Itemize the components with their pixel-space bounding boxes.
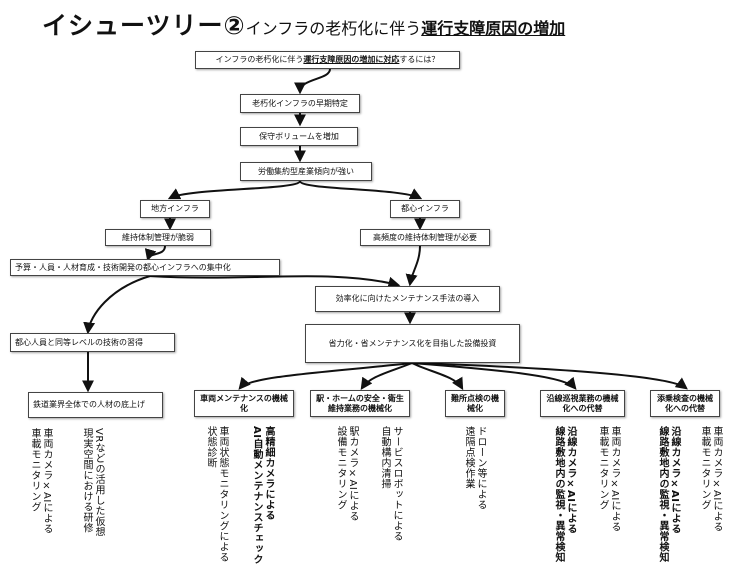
node-increase-maintenance: 保守ボリュームを増加 (240, 127, 358, 146)
leaf-spot-1: ドローン等による 遠隔点検作業 (463, 426, 486, 510)
arrow-n3-local (167, 180, 301, 200)
node-industry-uplift: 鉄道業界全体での人材の底上げ (28, 392, 163, 418)
leaf-station-2: サービスロボットによる 自動構内清掃 (379, 426, 402, 542)
page-title: イシューツリー②インフラの老朽化に伴う運行支障原因の増加 (42, 6, 565, 42)
node-local-weak-management: 維持体制管理が脆弱 (105, 229, 211, 246)
node-ride-inspection: 添乗検査の機械化への代替 (650, 390, 720, 417)
leaf-ride-2: 車両カメラ×AIによる 車載モニタリング (699, 426, 722, 533)
leaf-patrol-1: 沿線カメラ×AIによる 線路敷地内の監視・異常検知 (553, 426, 576, 563)
leaf-industry-1: 車両カメラ×AIによる 車載モニタリング (29, 428, 52, 535)
root-text-emphasis: 運行支障原因の増加に対応 (303, 55, 400, 64)
node-skill-acquisition: 都心人員と同等レベルの技術の習得 (10, 333, 175, 352)
leaf-vehicle-2: 高精細カメラによる AI自動メンテナンスチェック (251, 426, 274, 565)
title-sub: インフラの老朽化に伴う (245, 19, 422, 38)
arrow-concentration-efficiency (149, 275, 401, 289)
arrow-citysub-efficiency (405, 245, 421, 287)
arrow-investment-vehicle (238, 362, 413, 390)
root-text-post: するには？ (399, 55, 440, 64)
arrow-investment-spot (411, 362, 464, 391)
node-city-high-frequency: 高頻度の維持体制管理が必要 (360, 229, 490, 246)
arrow-investment-patrol (411, 362, 577, 390)
leaf-industry-2: VRなどの活用した仮想 現実空間における研修 (81, 428, 104, 538)
node-city-infra: 都心インフラ (390, 200, 460, 218)
node-early-detection: 老朽化インフラの早期特定 (240, 94, 360, 113)
node-station-safety: 駅・ホームの安全・衛生維持業務の機械化 (310, 390, 410, 417)
root-question-node: インフラの老朽化に伴う運行支障原因の増加に対応するには？ (195, 51, 460, 69)
node-difficult-inspection: 難所点検の機械化 (445, 390, 505, 417)
node-local-infra: 地方インフラ (140, 200, 210, 218)
arrow-root-n1 (294, 68, 331, 95)
arrow-n3-city (299, 180, 423, 200)
arrow-localsub-concentration (144, 245, 166, 262)
node-efficiency-methods: 効率化に向けたメンテナンス手法の導入 (315, 286, 500, 312)
node-concentration: 予算・人員・人材育成・技術開発の都心インフラへの集中化 (10, 259, 280, 276)
arrow-investment-station (360, 362, 413, 390)
leaf-station-1: 駅カメラ×AIによる 設備モニタリング (335, 426, 358, 522)
node-vehicle-maintenance: 車両メンテナンスの機械化 (194, 390, 294, 417)
title-main: イシューツリー② (42, 11, 246, 40)
leaf-ride-1: 沿線カメラ×AIによる 線路敷地内の監視・異常検知 (657, 426, 680, 563)
title-emphasis: 運行支障原因の増加 (421, 19, 566, 38)
node-labor-intensive: 労働集約型産業傾向が強い (240, 162, 372, 181)
arrow-concentration-skills (83, 275, 151, 335)
leaf-vehicle-1: 車両状態モニタリングによる 状態診断 (205, 426, 228, 563)
arrow-investment-ride (411, 362, 688, 390)
node-equipment-investment: 省力化・省メンテナンス化を目指した設備投資 (305, 324, 520, 363)
root-text-pre: インフラの老朽化に伴う (215, 55, 304, 64)
node-line-patrol: 沿線巡視業務の機械化への代替 (540, 390, 625, 417)
leaf-patrol-2: 車両カメラ×AIによる 車載モニタリング (597, 426, 620, 533)
